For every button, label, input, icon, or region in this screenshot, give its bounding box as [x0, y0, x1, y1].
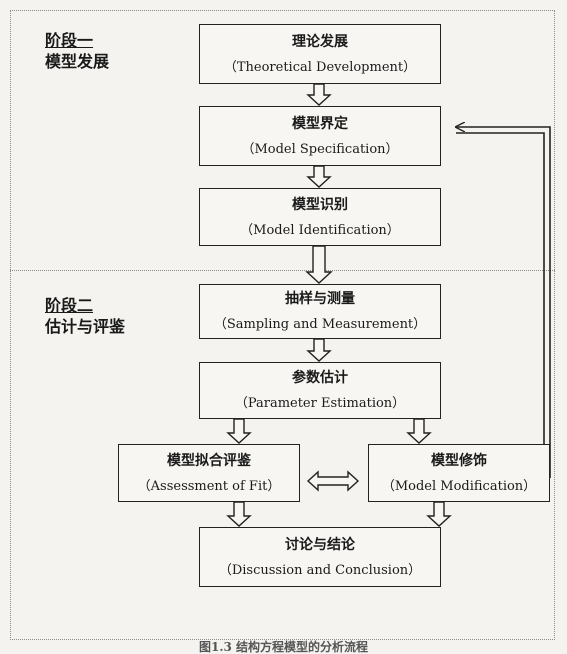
stage-one-name: 模型发展: [45, 52, 110, 71]
sampling-zh: 抽样与测量: [285, 291, 355, 307]
sampling-en: （Sampling and Measurement）: [213, 317, 427, 332]
estimation-zh: 参数估计: [292, 370, 348, 386]
fit-box: 模型拟合评鉴 （Assessment of Fit）: [118, 444, 300, 502]
stage-two-label: 阶段二 估计与评鉴: [45, 295, 125, 337]
modification-box: 模型修饰 （Model Modification）: [368, 444, 550, 502]
arrow-specification-to-identification: [306, 165, 332, 188]
theory-en: （Theoretical Development）: [223, 59, 417, 75]
arrow-fit-to-conclusion: [226, 501, 252, 527]
identification-box: 模型识别 （Model Identification）: [199, 188, 441, 246]
sampling-box: 抽样与测量 （Sampling and Measurement）: [199, 284, 441, 339]
diagram-frame: [10, 10, 555, 640]
specification-box: 模型界定 （Model Specification）: [199, 106, 441, 166]
conclusion-zh: 讨论与结论: [285, 536, 355, 553]
specification-zh: 模型界定: [292, 115, 348, 132]
feedback-arrow-inner: [456, 132, 545, 478]
stage-two-name: 估计与评鉴: [45, 317, 126, 336]
stage-two-number: 阶段二: [45, 296, 94, 315]
conclusion-en: （Discussion and Conclusion）: [218, 562, 422, 578]
theory-box: 理论发展 （Theoretical Development）: [199, 24, 441, 84]
identification-zh: 模型识别: [292, 196, 348, 213]
arrow-theory-to-specification: [306, 83, 332, 106]
fit-en: （Assessment of Fit）: [137, 478, 281, 494]
stage-divider: [10, 270, 555, 271]
modification-zh: 模型修饰: [431, 452, 487, 469]
stage-one-label: 阶段一 模型发展: [45, 30, 109, 72]
estimation-en: （Parameter Estimation）: [234, 396, 406, 411]
feedback-arrow-outer: [456, 127, 551, 478]
conclusion-box: 讨论与结论 （Discussion and Conclusion）: [199, 527, 441, 587]
fit-zh: 模型拟合评鉴: [167, 452, 251, 469]
arrow-sampling-to-estimation: [306, 338, 332, 362]
theory-zh: 理论发展: [292, 33, 348, 50]
stage-one-number: 阶段一: [45, 31, 94, 50]
figure-caption: 图1.3 结构方程模型的分析流程: [198, 640, 369, 654]
modification-en: （Model Modification）: [381, 478, 537, 494]
arrow-identification-to-sampling: [305, 245, 333, 284]
arrow-modification-to-conclusion: [426, 501, 452, 527]
identification-en: （Model Identification）: [240, 222, 400, 238]
arrow-estimation-to-modification: [406, 418, 432, 444]
estimation-box: 参数估计 （Parameter Estimation）: [199, 362, 441, 419]
specification-en: （Model Specification）: [241, 141, 399, 157]
double-arrow-fit-modification: [306, 470, 360, 492]
arrow-estimation-to-fit: [226, 418, 252, 444]
